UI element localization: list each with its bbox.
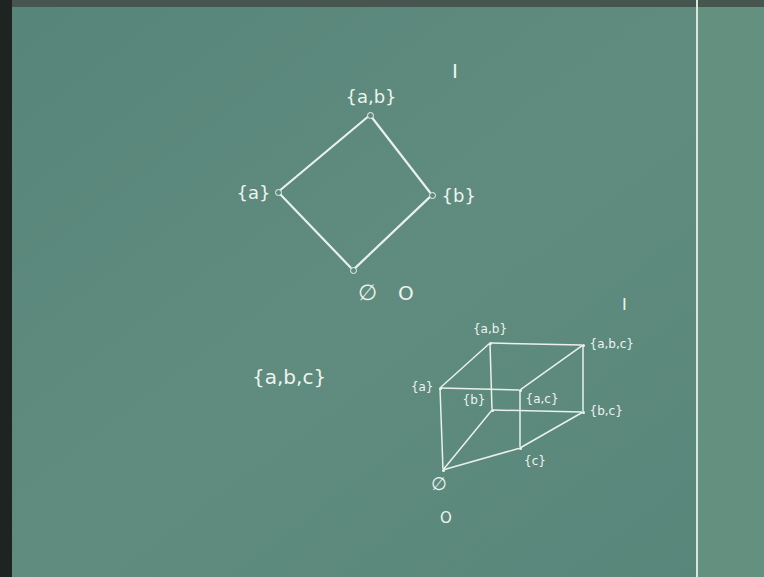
board-panel <box>698 0 764 577</box>
vertex-dot: {a,b} <box>367 112 374 119</box>
set-label: {a,b,c} <box>590 338 634 352</box>
set-label: {a} <box>237 183 271 204</box>
set-label: {a,b} <box>345 87 396 108</box>
set-label: {a} <box>411 381 434 395</box>
set-label: ∅ <box>431 474 447 495</box>
board-frame-left <box>0 0 12 577</box>
hasse-edge <box>494 410 582 412</box>
vertex-dot: ∅ <box>350 267 357 274</box>
board-frame-top <box>0 0 764 7</box>
hasse-edge <box>521 413 581 448</box>
vertex-point: {b,c} <box>582 411 585 414</box>
hasse-edge <box>356 197 430 267</box>
set-label: {b,c} <box>590 405 623 419</box>
lattice-bound-label: I <box>622 296 627 314</box>
set-label: {a,c} <box>526 393 559 407</box>
hasse-edge <box>372 118 430 192</box>
hasse-edge <box>440 389 443 468</box>
hasse-edge <box>521 346 582 389</box>
hasse-edge <box>490 344 492 408</box>
vertex-point: {a,c} <box>519 389 522 392</box>
vertex-dot: {a} <box>275 189 282 196</box>
vertex-point: {a,b,c} <box>582 344 585 347</box>
vertex-point: {a,b} <box>489 342 492 345</box>
hasse-edge <box>442 388 519 390</box>
vertex-dot: {b} <box>429 192 436 199</box>
set-label: {b} <box>463 394 486 408</box>
hasse-edge <box>441 344 489 387</box>
vertex-point: ∅ <box>442 469 445 472</box>
lattice-bound-label: I <box>452 60 458 83</box>
set-label: ∅ <box>358 280 377 305</box>
set-label: {b} <box>442 186 476 207</box>
vertex-point: {c} <box>519 447 522 450</box>
vertex-point: {b} <box>491 409 494 412</box>
lattice-bound-label: O <box>440 510 452 527</box>
hasse-edge <box>582 347 584 411</box>
lattice-bound-label: O <box>398 282 414 305</box>
hasse-edge <box>280 195 350 268</box>
hasse-edge <box>444 448 518 469</box>
vertex-point: {a} <box>439 387 442 390</box>
set-label: {c} <box>524 455 546 469</box>
hasse-edge <box>492 343 582 345</box>
hasse-edge <box>281 117 368 190</box>
hasse-edge <box>519 392 521 447</box>
set-label: {a,b} <box>473 323 507 337</box>
hasse-edge <box>444 411 491 469</box>
board-seam <box>696 0 698 577</box>
lattice-bound-label: {a,b,c} <box>252 366 326 389</box>
